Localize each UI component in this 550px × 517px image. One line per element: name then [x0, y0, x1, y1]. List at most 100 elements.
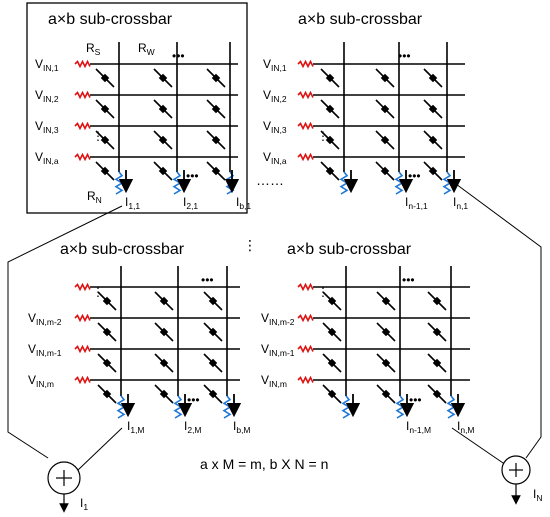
series-resistor-rs [74, 375, 91, 385]
row-input-label: VIN,m-2 [261, 311, 295, 327]
row-input-label: VIN,m [261, 373, 287, 389]
memristor-body [102, 358, 112, 368]
bottom-ellipsis: ••• [187, 393, 200, 407]
output-i1-label: I1 [80, 496, 88, 512]
memristor-body [208, 389, 218, 399]
row-input-label: VIN,a [35, 150, 59, 166]
rn-label: RN [87, 189, 102, 205]
row-input-label: VIN,2 [35, 88, 59, 104]
memristor-body [381, 389, 391, 399]
summing-node-right [501, 455, 531, 505]
row-input-label: VIN,m-2 [28, 311, 62, 327]
sum-wire-left-top [7, 205, 123, 459]
output-resistor-rn [222, 395, 232, 419]
row-input-label: VIN,1 [35, 57, 59, 73]
memristor-body [380, 166, 390, 176]
memristor-body [102, 327, 112, 337]
memristor-body [158, 135, 168, 145]
column-current-label: In-1,M [406, 419, 431, 435]
column-current-label: In-1,1 [405, 195, 428, 211]
row-input-label: VIN,1 [263, 57, 287, 73]
memristor-body [327, 389, 337, 399]
memristor-body [208, 358, 218, 368]
horizontal-ellipsis: …… [256, 172, 284, 188]
memristor-body [381, 358, 391, 368]
row-input-label: VIN,2 [263, 88, 287, 104]
column-current-label: In,M [457, 419, 475, 435]
output-resistor-rn [114, 171, 124, 195]
memristor-body [325, 104, 335, 114]
column-current-label: Ib,1 [236, 195, 251, 211]
series-resistor-rs [297, 313, 314, 323]
output-resistor-rn [446, 395, 456, 419]
column-current-label: I2,1 [183, 195, 198, 211]
sum-wire-left-bottom [77, 427, 123, 471]
column-current-label: In,1 [453, 195, 468, 211]
block-3-title: a×b sub-crossbar [60, 241, 185, 258]
memristor-body [211, 104, 221, 114]
memristor-body [327, 296, 337, 306]
memristor-body [100, 104, 110, 114]
output-in-label: IN [533, 487, 542, 503]
series-resistor-rs [297, 375, 314, 385]
memristor-body [432, 358, 442, 368]
row-input-label: VIN,m-1 [28, 342, 62, 358]
memristor-body [159, 358, 169, 368]
sum-wire-right-bottom [451, 427, 507, 466]
series-resistor-rs [297, 59, 314, 69]
memristor-body [381, 296, 391, 306]
memristor-body [381, 327, 391, 337]
output-resistor-rn [442, 171, 452, 195]
memristor-body [211, 73, 221, 83]
memristor-body [380, 73, 390, 83]
row-input-label: VIN,3 [35, 119, 59, 135]
memristor-body [159, 327, 169, 337]
bottom-ellipsis: ••• [408, 169, 421, 183]
output-resistor-rn [394, 171, 404, 195]
column-current-label: I2,M [184, 419, 202, 435]
output-resistor-rn [341, 395, 351, 419]
column-current-label: Ib,M [233, 419, 251, 435]
column-current-label: I1,1 [125, 195, 140, 211]
memristor-body [380, 135, 390, 145]
block-2-title: a×b sub-crossbar [298, 11, 423, 28]
memristor-body [432, 296, 442, 306]
memristor-body [428, 135, 438, 145]
block-4-title: a×b sub-crossbar [287, 241, 412, 258]
row-input-label: VIN,m [28, 373, 54, 389]
memristor-body [380, 104, 390, 114]
column-ellipsis: ••• [402, 273, 415, 287]
memristor-body [432, 327, 442, 337]
memristor-body [100, 166, 110, 176]
memristor-body [325, 135, 335, 145]
row-ellipsis: ⋮ [92, 285, 104, 299]
sum-wire-right-top [455, 183, 542, 459]
memristor-body [432, 389, 442, 399]
column-ellipsis: ••• [201, 273, 214, 287]
memristor-body [327, 327, 337, 337]
memristor-body [102, 296, 112, 306]
row-ellipsis: ⋮ [317, 129, 329, 143]
series-resistor-rs [297, 90, 314, 100]
vertical-ellipsis: ⋮ [243, 237, 257, 253]
memristor-body [158, 73, 168, 83]
series-resistor-rs [74, 90, 91, 100]
rs-label: RS [86, 41, 101, 57]
row-input-label: VIN,m-1 [261, 342, 295, 358]
series-resistor-rs [74, 313, 91, 323]
series-resistor-rs [74, 344, 91, 354]
bottom-ellipsis: ••• [186, 169, 199, 183]
memristor-body [428, 73, 438, 83]
output-resistor-rn [172, 171, 182, 195]
series-resistor-rs [74, 282, 91, 292]
series-resistor-rs [297, 344, 314, 354]
series-resistor-rs [297, 152, 314, 162]
memristor-body [208, 327, 218, 337]
memristor-body [211, 135, 221, 145]
memristor-body [211, 166, 221, 176]
output-resistor-rn [116, 395, 126, 419]
memristor-body [159, 296, 169, 306]
